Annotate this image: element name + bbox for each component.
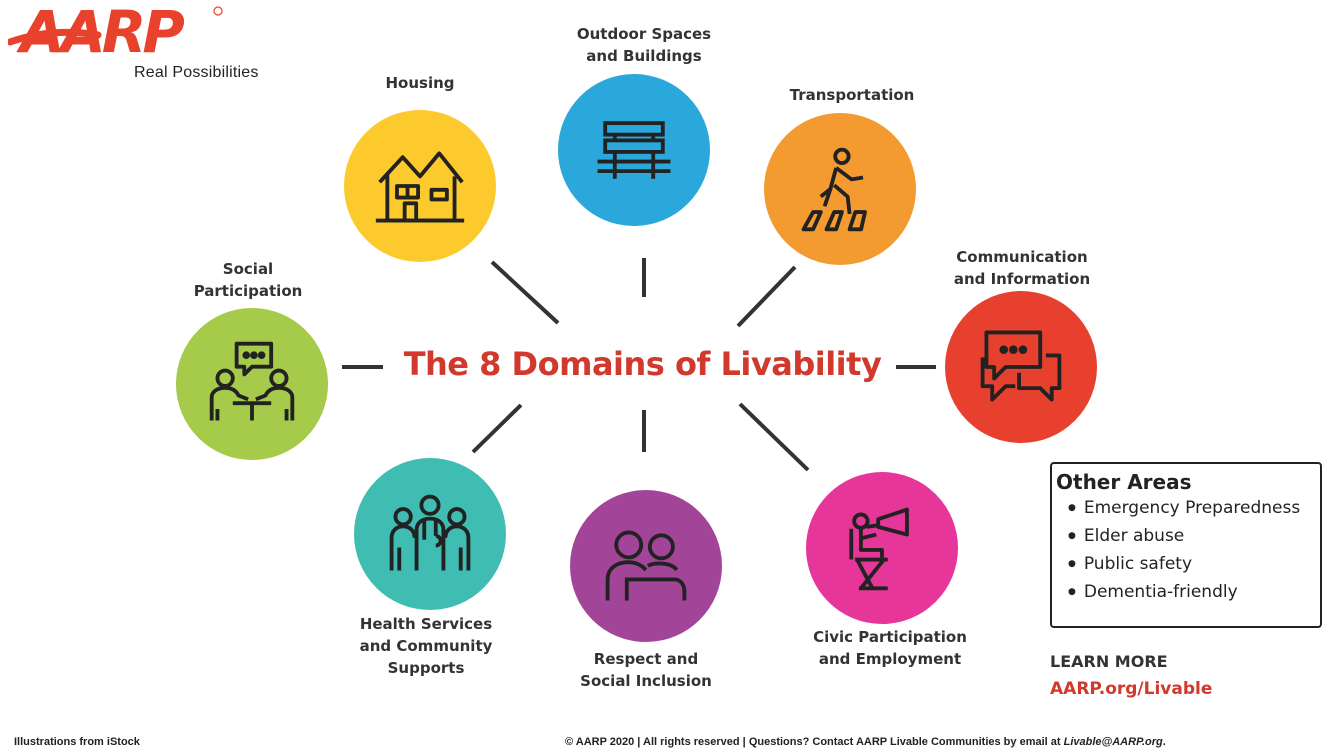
conversation-table-icon — [209, 341, 295, 421]
other-areas-title: Other Areas — [1056, 470, 1192, 494]
label-civic-participation: Civic Participation and Employment — [790, 626, 990, 670]
footer-copyright-text: © AARP 2020 | All rights reserved | Ques… — [565, 736, 1064, 748]
other-areas-list: Emergency Preparedness Elder abuse Publi… — [1056, 496, 1320, 608]
domain-circle-transportation — [764, 113, 916, 265]
medical-team-icon — [389, 494, 471, 571]
tagline-real: Real — [134, 64, 173, 81]
pedestrian-crossing-icon — [801, 147, 867, 232]
label-health-services: Health Services and Community Supports — [326, 613, 526, 679]
label-outdoor-spaces: Outdoor Spaces and Buildings — [544, 23, 744, 67]
footer-copyright: © AARP 2020 | All rights reserved | Ques… — [565, 736, 1166, 748]
chat-bubbles-icon — [980, 330, 1062, 402]
domain-circle-respect — [570, 490, 722, 642]
label-line: Participation — [193, 282, 303, 300]
spoke-health — [471, 403, 523, 454]
two-people-embrace-icon — [605, 530, 687, 601]
spoke-transportation — [736, 265, 797, 328]
label-transportation: Transportation — [752, 84, 952, 106]
label-line: and Community — [359, 637, 493, 655]
aarp-logo: AARP — [8, 2, 223, 62]
logo-tagline: Real Possibilities — [134, 64, 259, 82]
label-line: Outdoor Spaces — [576, 25, 712, 43]
spoke-housing — [490, 260, 560, 325]
domain-circle-civic — [806, 472, 958, 624]
label-line: Transportation — [789, 86, 915, 104]
domain-circle-communication — [945, 291, 1097, 443]
domain-circle-health — [354, 458, 506, 610]
label-line: and Information — [953, 270, 1091, 288]
label-line: and Employment — [818, 650, 962, 668]
logo-swoosh — [8, 28, 102, 46]
label-line: Communication — [956, 248, 1088, 266]
learn-more-label: LEARN MORE — [1050, 652, 1168, 671]
label-communication: Communication and Information — [922, 246, 1122, 290]
domain-circle-outdoor — [558, 74, 710, 226]
list-item: Public safety — [1068, 552, 1320, 580]
list-item: Dementia-friendly — [1068, 580, 1320, 608]
bench-icon — [597, 121, 671, 179]
label-line: Civic Participation — [813, 628, 967, 646]
label-social-participation: Social Participation — [148, 258, 348, 302]
label-respect: Respect and Social Inclusion — [546, 648, 746, 692]
list-item: Elder abuse — [1068, 524, 1320, 552]
logo-wordmark-text: AARP — [16, 2, 184, 62]
tagline-possibilities: Possibilities — [172, 64, 259, 81]
footer-email-link[interactable]: Livable@AARP.org — [1063, 736, 1163, 748]
label-line: Respect and — [593, 650, 699, 668]
footer-suffix: . — [1162, 736, 1166, 748]
house-icon — [375, 151, 465, 223]
diagram-title: The 8 Domains of Livability — [403, 345, 882, 383]
label-line: and Buildings — [586, 47, 702, 65]
list-item: Emergency Preparedness — [1068, 496, 1320, 524]
spoke-civic — [738, 402, 810, 472]
label-line: Health Services — [359, 615, 493, 633]
learn-more-link[interactable]: AARP.org/Livable — [1050, 679, 1213, 699]
domain-circle-housing — [344, 110, 496, 262]
label-housing: Housing — [320, 72, 520, 94]
other-areas-box: Other Areas Emergency Preparedness Elder… — [1050, 462, 1322, 628]
label-line: Housing — [385, 74, 455, 92]
label-line: Social Inclusion — [580, 672, 712, 690]
domain-circle-social — [176, 308, 328, 460]
label-line: Social — [222, 260, 274, 278]
label-line: Supports — [387, 659, 465, 677]
footer-credit: Illustrations from iStock — [14, 736, 140, 748]
megaphone-person-icon — [849, 507, 909, 591]
